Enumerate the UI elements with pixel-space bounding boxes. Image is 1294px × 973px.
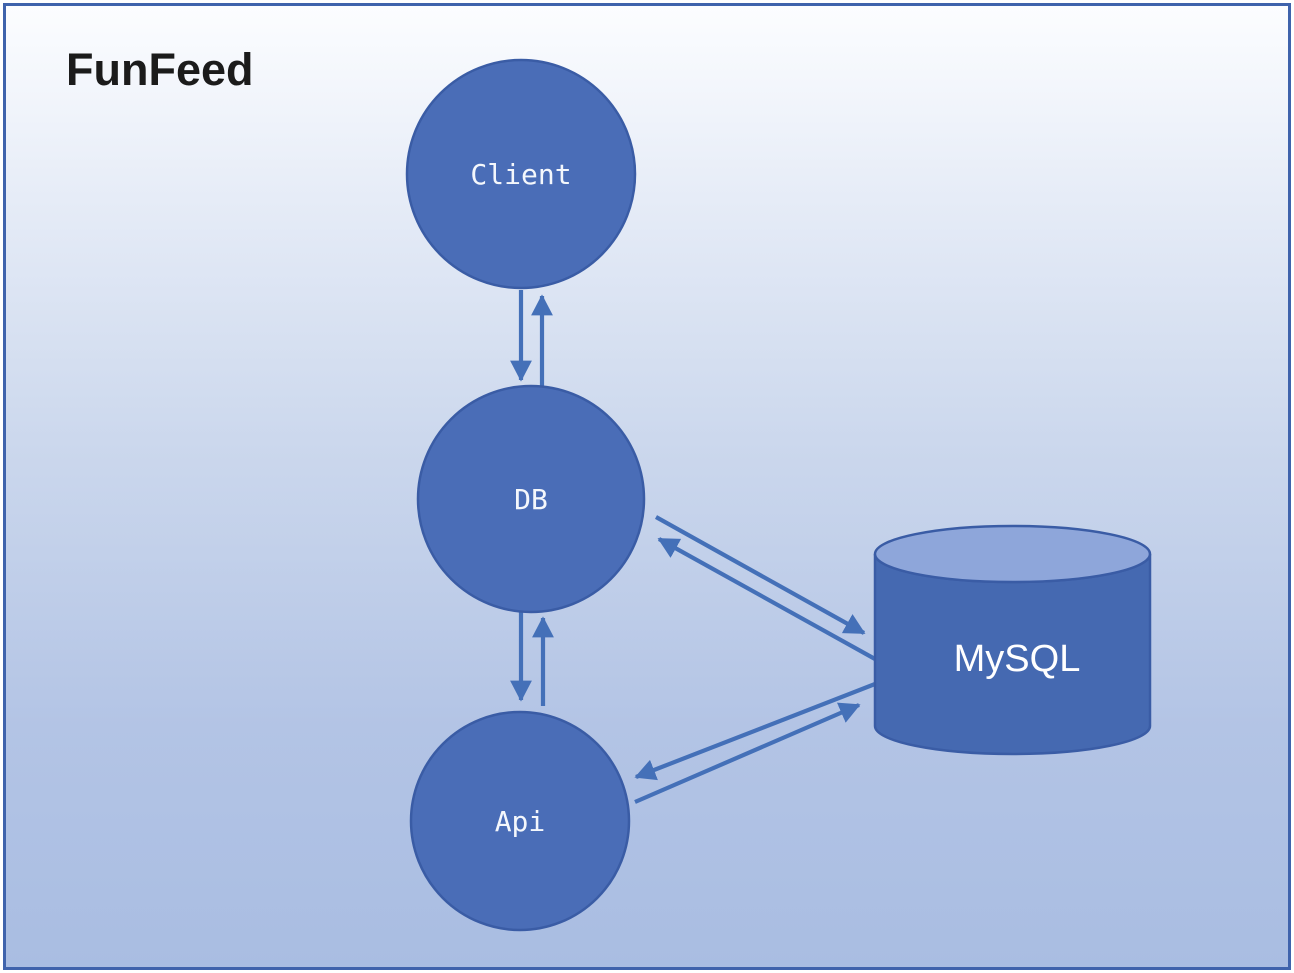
api-circle bbox=[409, 710, 631, 932]
edge-api-to-mysql bbox=[634, 702, 861, 804]
node-client: Client bbox=[405, 58, 637, 290]
architecture-diagram: Client DB Api MySQL bbox=[405, 58, 1152, 932]
node-db: DB bbox=[416, 384, 646, 614]
edge-mysql-to-db bbox=[657, 537, 877, 661]
db-circle bbox=[416, 384, 646, 614]
api-label: Api bbox=[495, 805, 546, 838]
client-label: Client bbox=[470, 158, 571, 191]
edge-db-to-mysql bbox=[654, 515, 866, 635]
mysql-cylinder-top bbox=[873, 524, 1152, 584]
node-api: Api bbox=[409, 710, 631, 932]
mysql-label: MySQL bbox=[954, 638, 1081, 680]
client-circle bbox=[405, 58, 637, 290]
node-mysql: MySQL bbox=[873, 524, 1152, 756]
diagram-canvas: FunFeed Client DB bbox=[3, 3, 1291, 970]
db-label: DB bbox=[514, 483, 548, 516]
diagram-title: FunFeed bbox=[66, 44, 254, 95]
edge-mysql-to-api bbox=[634, 682, 876, 781]
